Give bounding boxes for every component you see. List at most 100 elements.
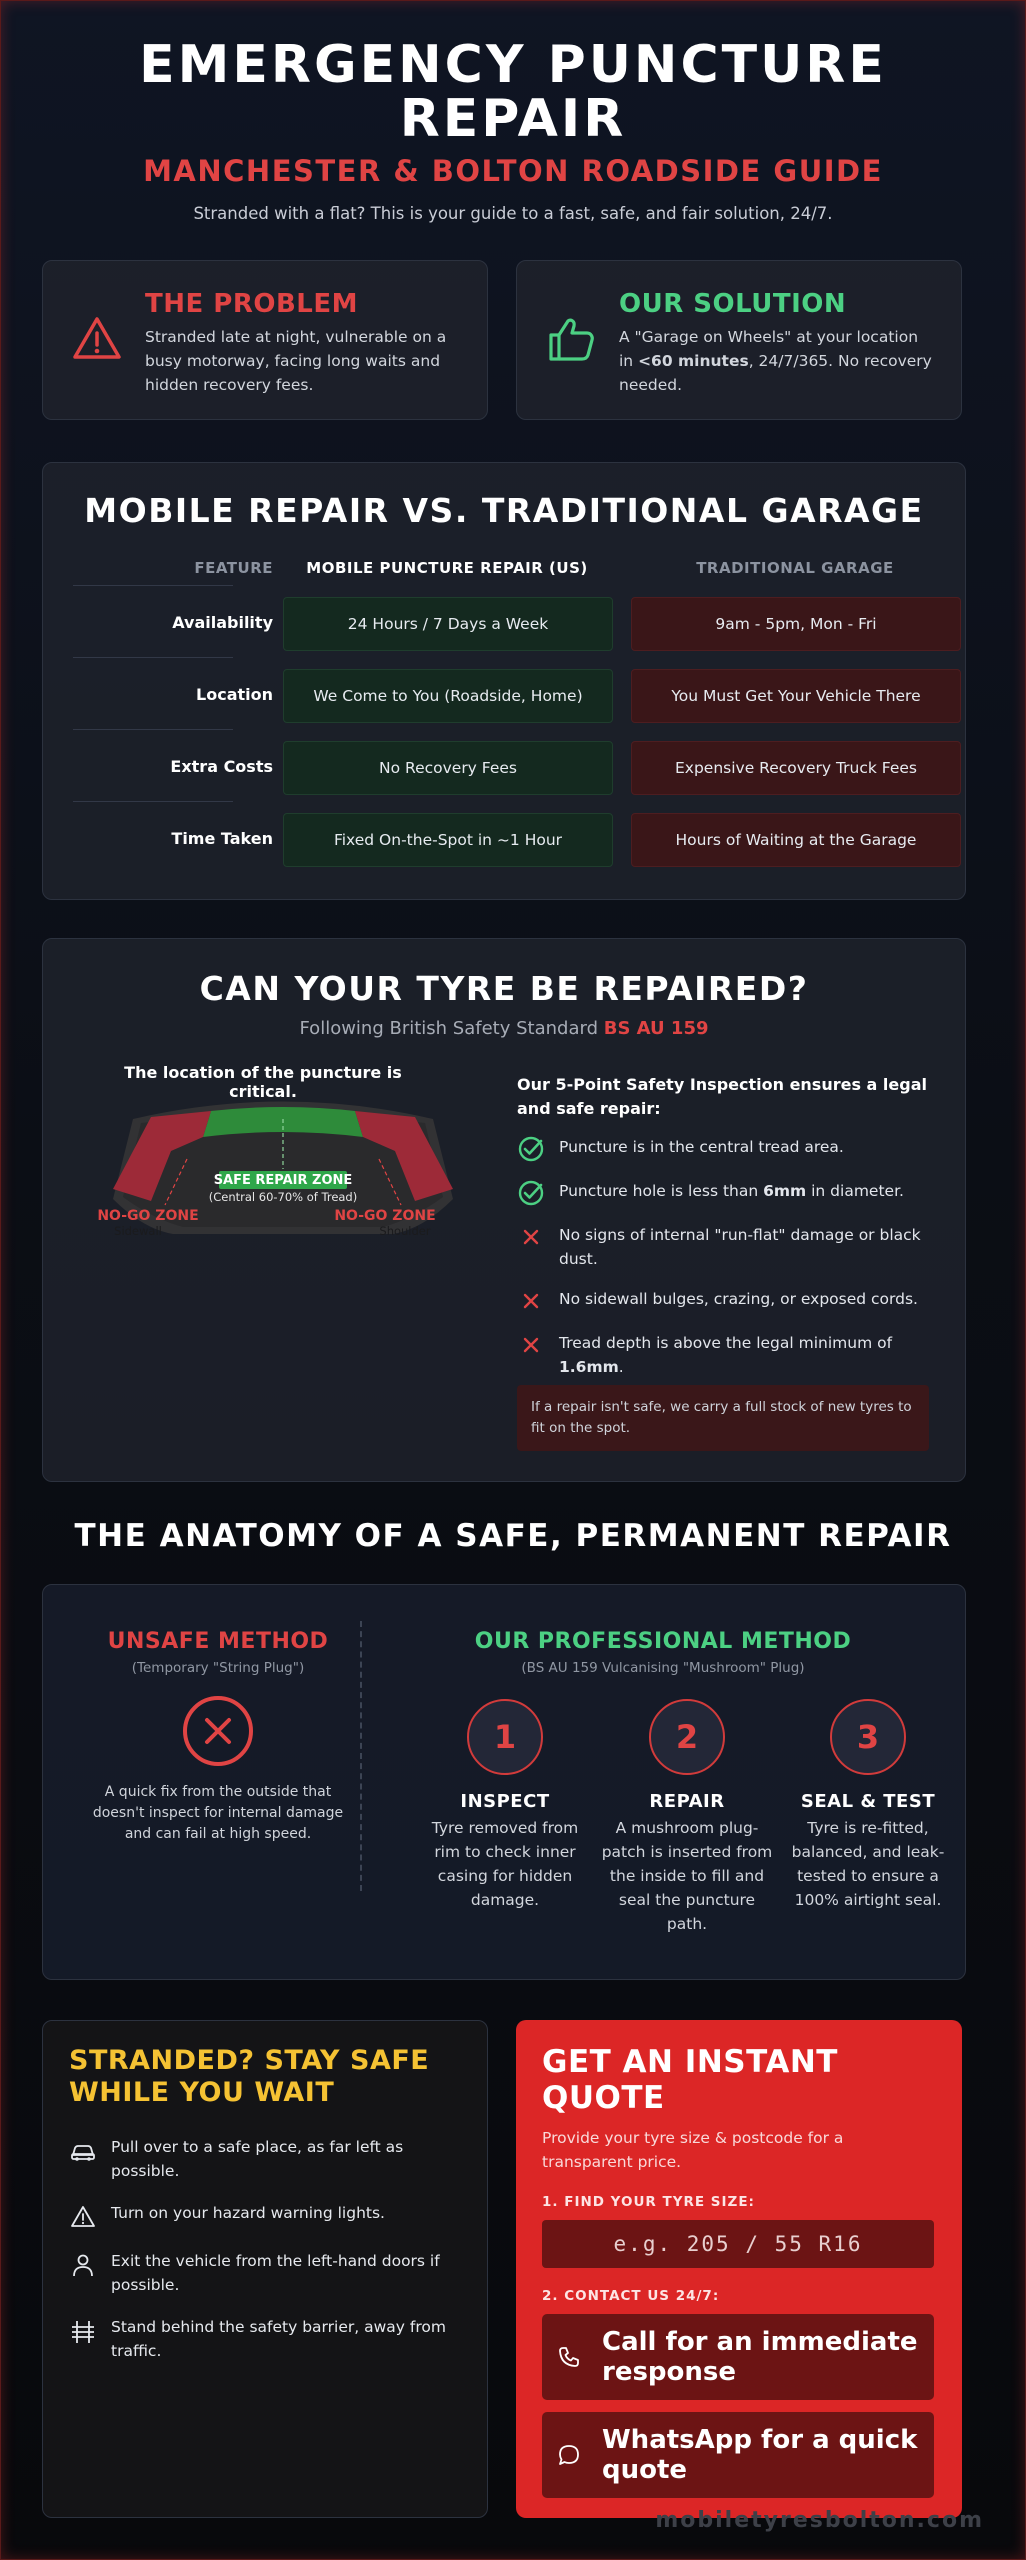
row-feature: Location	[196, 685, 273, 704]
tip-text: Pull over to a safe place, as far left a…	[111, 2138, 404, 2180]
comparison-row: Time Taken Fixed On-the-Spot in ~1 Hour …	[73, 801, 961, 867]
row-them-value: Hours of Waiting at the Garage	[631, 813, 961, 867]
cross-icon	[523, 1229, 539, 1245]
row-feature: Availability	[172, 613, 273, 632]
anatomy-title: THE ANATOMY OF A SAFE, PERMANENT REPAIR	[74, 1518, 952, 1554]
check-circle-icon	[518, 1136, 544, 1162]
tyre-size-input[interactable]	[542, 2220, 934, 2268]
shoulder-label: Shoulder	[379, 1224, 430, 1238]
row-us-value: We Come to You (Roadside, Home)	[283, 669, 613, 723]
chat-bubble-icon	[559, 2445, 579, 2465]
step-number: 2	[649, 1699, 725, 1775]
tip-text: Stand behind the safety barrier, away fr…	[111, 2318, 446, 2360]
stay-safe-card: STRANDED? STAY SAFE WHILE YOU WAIT Pull …	[42, 2020, 488, 2518]
tip-text: Turn on your hazard warning lights.	[111, 2204, 385, 2222]
nogo-zone-right	[355, 1111, 453, 1201]
problem-title: THE PROBLEM	[145, 289, 359, 319]
tyre-section-subtitle: Following British Safety Standard BS AU …	[299, 1018, 709, 1039]
unsafe-method: UNSAFE METHOD (Temporary "String Plug") …	[73, 1629, 363, 1845]
check-item: No sidewall bulges, crazing, or exposed …	[517, 1287, 937, 1315]
repair-anatomy-section: UNSAFE METHOD (Temporary "String Plug") …	[42, 1584, 966, 1980]
unsafe-text: A quick fix from the outside that doesn'…	[92, 1784, 344, 1842]
website-watermark: mobiletyresbolton.com	[655, 2508, 984, 2533]
call-button[interactable]: Call for an immediate response	[542, 2314, 934, 2400]
nogo-label-left: NO-GO ZONE	[97, 1208, 198, 1224]
hero-header: EMERGENCY PUNCTURE REPAIR MANCHESTER & B…	[0, 0, 1026, 223]
tyre-zone-diagram: SAFE REPAIR ZONE (Central 60-70% of Trea…	[97, 1101, 453, 1238]
comparison-row: Availability 24 Hours / 7 Days a Week 9a…	[73, 585, 961, 651]
check-item: Puncture hole is less than 6mm in diamet…	[517, 1179, 937, 1207]
call-button-label: Call for an immediate response	[602, 2327, 918, 2387]
stay-safe-title: STRANDED? STAY SAFE WHILE YOU WAIT	[69, 2045, 430, 2108]
page-title: EMERGENCY PUNCTURE REPAIR	[139, 35, 887, 149]
row-feature: Extra Costs	[170, 757, 273, 776]
solution-title: OUR SOLUTION	[619, 289, 847, 319]
diagram-title: The location of the puncture is critical…	[124, 1063, 402, 1101]
sidewall-label: Sidewall	[114, 1224, 162, 1238]
warning-triangle-icon	[73, 317, 121, 359]
safety-tip: Pull over to a safe place, as far left a…	[69, 2135, 461, 2183]
safety-tip: Stand behind the safety barrier, away fr…	[69, 2315, 461, 2363]
step-text: Tyre is re-fitted, balanced, and leak-te…	[791, 1819, 945, 1909]
tyre-section-title: CAN YOUR TYRE BE REPAIRED?	[199, 969, 809, 1008]
person-icon	[73, 2254, 93, 2277]
repair-step: 1 INSPECT Tyre removed from rim to check…	[418, 1699, 592, 1912]
tyre-size-label: 1. FIND YOUR TYRE SIZE:	[542, 2194, 755, 2210]
step-title: REPAIR	[649, 1791, 725, 1812]
row-us-value: 24 Hours / 7 Days a Week	[283, 597, 613, 651]
step-title: SEAL & TEST	[800, 1791, 936, 1812]
nogo-zone-left	[113, 1111, 211, 1201]
comparison-row: Extra Costs No Recovery Fees Expensive R…	[73, 729, 961, 795]
phone-icon	[559, 2347, 579, 2367]
x-circle-icon	[183, 1696, 253, 1766]
barrier-icon	[72, 2321, 94, 2343]
row-them-value: 9am - 5pm, Mon - Fri	[631, 597, 961, 651]
row-us-value: Fixed On-the-Spot in ~1 Hour	[283, 813, 613, 867]
car-icon	[71, 2145, 95, 2161]
step-title: INSPECT	[460, 1791, 550, 1812]
thumbs-up-icon	[549, 318, 594, 361]
page-subtitle: MANCHESTER & BOLTON ROADSIDE GUIDE	[143, 154, 883, 188]
quote-title: GET AN INSTANT QUOTE	[542, 2044, 838, 2116]
safety-tip: Exit the vehicle from the left-hand door…	[69, 2249, 461, 2297]
col-header-us: MOBILE PUNCTURE REPAIR (US)	[306, 559, 588, 577]
page-tagline: Stranded with a flat? This is your guide…	[193, 204, 833, 223]
comparison-section: MOBILE REPAIR VS. TRADITIONAL GARAGE FEA…	[42, 462, 966, 900]
check-item: Puncture is in the central tread area.	[517, 1135, 937, 1163]
repair-step: 2 REPAIR A mushroom plug-patch is insert…	[600, 1699, 774, 1936]
quote-description: Provide your tyre size & postcode for a …	[542, 2129, 844, 2171]
col-header-feature: FEATURE	[194, 559, 273, 577]
step-text: Tyre removed from rim to check inner cas…	[431, 1819, 579, 1909]
step-text: A mushroom plug-patch is inserted from t…	[601, 1819, 773, 1933]
pro-subtitle: (BS AU 159 Vulcanising "Mushroom" Plug)	[521, 1660, 805, 1676]
row-them-value: Expensive Recovery Truck Fees	[631, 741, 961, 795]
new-tyre-note: If a repair isn't safe, we carry a full …	[517, 1385, 929, 1451]
whatsapp-button-label: WhatsApp for a quick quote	[602, 2425, 918, 2485]
row-us-value: No Recovery Fees	[283, 741, 613, 795]
row-feature: Time Taken	[171, 829, 273, 848]
safe-zone-label: SAFE REPAIR ZONE	[214, 1173, 353, 1188]
tyre-repair-section: CAN YOUR TYRE BE REPAIRED? Following Bri…	[42, 938, 966, 1482]
step-number: 1	[467, 1699, 543, 1775]
check-item: Tread depth is above the legal minimum o…	[517, 1331, 937, 1379]
check-item: No signs of internal "run-flat" damage o…	[517, 1223, 937, 1271]
problem-card: THE PROBLEM Stranded late at night, vuln…	[42, 260, 488, 420]
cross-icon	[523, 1293, 539, 1309]
tip-text: Exit the vehicle from the left-hand door…	[111, 2252, 440, 2294]
step-number: 3	[830, 1699, 906, 1775]
safe-zone-sublabel: (Central 60-70% of Tread)	[209, 1190, 357, 1204]
problem-text: Stranded late at night, vulnerable on a …	[145, 328, 447, 394]
instant-quote-card: GET AN INSTANT QUOTE Provide your tyre s…	[516, 2020, 962, 2518]
professional-method: OUR PROFESSIONAL METHOD (BS AU 159 Vulca…	[383, 1629, 943, 1676]
whatsapp-button[interactable]: WhatsApp for a quick quote	[542, 2412, 934, 2498]
cross-icon	[523, 1337, 539, 1353]
check-circle-icon	[518, 1180, 544, 1206]
pro-title: OUR PROFESSIONAL METHOD	[474, 1629, 852, 1654]
method-divider	[360, 1621, 362, 1891]
comparison-row: Location We Come to You (Roadside, Home)…	[73, 657, 961, 723]
unsafe-subtitle: (Temporary "String Plug")	[131, 1660, 305, 1676]
row-them-value: You Must Get Your Vehicle There	[631, 669, 961, 723]
unsafe-title: UNSAFE METHOD	[107, 1629, 329, 1654]
contact-label: 2. CONTACT US 24/7:	[542, 2288, 720, 2304]
nogo-label-right: NO-GO ZONE	[334, 1208, 435, 1224]
